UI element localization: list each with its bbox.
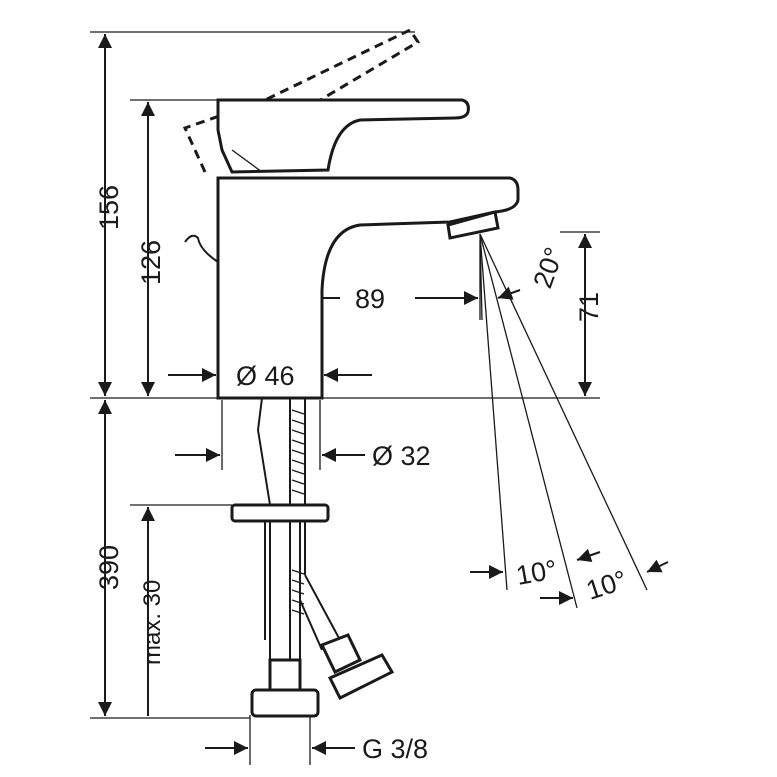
dim-max-counter-thickness: max. 30 <box>139 580 166 665</box>
dim-spray-angle-right: 10° <box>583 565 631 606</box>
aerator <box>446 210 500 240</box>
lever-handle <box>216 98 470 174</box>
dim-spray-angle-left: 10° <box>514 554 559 591</box>
under-counter-parts <box>230 397 395 718</box>
dimension-lines <box>98 34 669 755</box>
extension-lines <box>90 31 600 765</box>
dim-spout-height: 126 <box>136 240 166 285</box>
dim-spray-angle: 20° <box>527 243 569 292</box>
dim-body-diameter: Ø 46 <box>236 361 295 391</box>
dim-total-height: 156 <box>94 185 124 230</box>
faucet-body <box>184 98 520 400</box>
dim-spout-reach: 89 <box>355 284 385 314</box>
spray-lines <box>479 233 648 609</box>
raised-handle-outline <box>182 28 421 173</box>
dim-hole-diameter: Ø 32 <box>372 441 431 471</box>
dim-thread: G 3/8 <box>362 734 428 764</box>
pop-up-rod <box>184 234 219 263</box>
dim-aerator-height: 71 <box>574 292 604 322</box>
dim-connection-length: 390 <box>94 545 124 590</box>
